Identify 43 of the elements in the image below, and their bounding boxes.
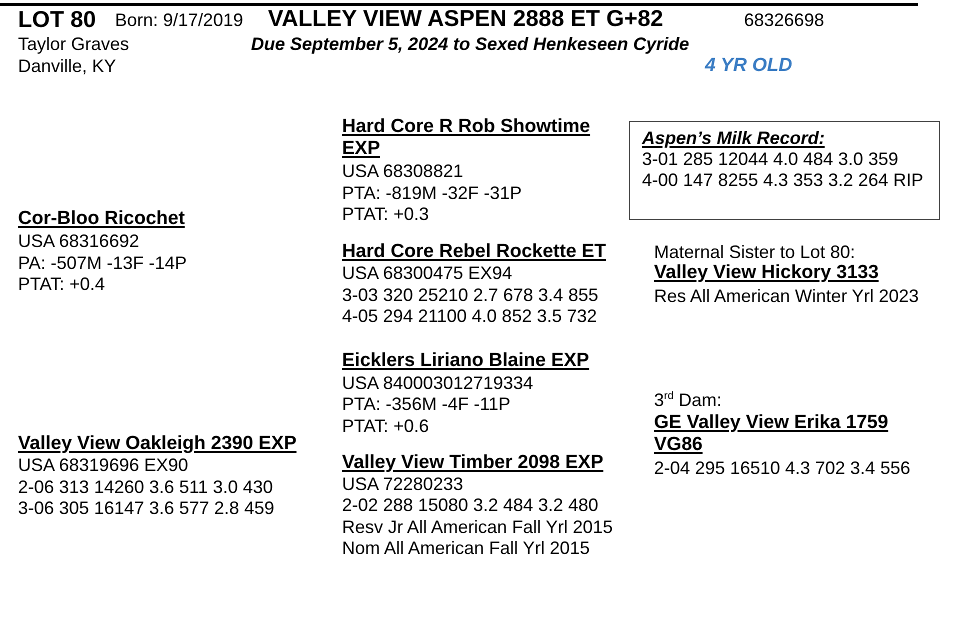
due-date-note: Due September 5, 2024 to Sexed Henkeseen Cyride	[251, 33, 690, 55]
lot-number: LOT 80	[18, 8, 96, 30]
animal-name: Cor-Bloo Ricochet	[18, 208, 185, 230]
animal-name: Valley View Hickory 3133	[654, 262, 879, 284]
milk-record-box	[629, 121, 940, 220]
proof-line: PTA: -819M -32F -31P	[342, 182, 522, 204]
award-line: Nom All American Fall Yrl 2015	[342, 537, 590, 559]
registration-line: USA 68316692	[18, 230, 140, 252]
registration-number: 68326698	[744, 9, 824, 31]
animal-name: Valley View Timber 2098 EXP	[342, 452, 604, 474]
proof-line: PTA: -356M -4F -11P	[342, 393, 510, 415]
production-record: 3-06 305 16147 3.6 577 2.8 459	[18, 497, 274, 519]
registration-line: USA 68300475 EX94	[342, 262, 512, 284]
section-note: Maternal Sister to Lot 80:	[654, 241, 856, 263]
award-line: Resv Jr All American Fall Yrl 2015	[342, 516, 613, 538]
milk-record-line: 3-01 285 12044 4.0 484 3.0 359	[642, 149, 898, 170]
proof-line: PA: -507M -13F -14P	[18, 252, 187, 274]
registration-line: USA 72280233	[342, 473, 464, 495]
registration-line: USA 840003012719334	[342, 372, 534, 394]
production-record: 2-02 288 15080 3.2 484 3.2 480	[342, 494, 598, 516]
type-score-line: PTAT: +0.3	[342, 203, 429, 225]
milk-record-line: 4-00 147 8255 4.3 353 3.2 264 RIP	[642, 170, 924, 191]
production-record: 2-04 295 16510 4.3 702 3.4 556	[654, 457, 910, 479]
registration-line: USA 68308821	[342, 160, 464, 182]
birth-date: Born: 9/17/2019	[115, 9, 244, 31]
animal-name: GE Valley View Erika 1759 VG86	[654, 412, 890, 456]
animal-name: Eicklers Liriano Blaine EXP	[342, 350, 590, 372]
consignor-name: Taylor Graves	[18, 33, 130, 55]
registration-line: USA 68319696 EX90	[18, 454, 188, 476]
type-score-line: PTAT: +0.4	[18, 273, 105, 295]
section-note: 3$^{rd}$ Dam:	[654, 389, 722, 411]
animal-name: Hard Core Rebel Rockette ET	[342, 241, 606, 263]
production-record: 3-03 320 25210 2.7 678 3.4 855	[342, 284, 598, 306]
award-line: Res All American Winter Yrl 2023	[654, 285, 919, 307]
type-score-line: PTAT: +0.6	[342, 415, 429, 437]
milk-record-heading: Aspen’s Milk Record:	[642, 128, 825, 149]
production-record: 4-05 294 21100 4.0 852 3.5 732	[342, 305, 597, 327]
production-record: 2-06 313 14260 3.6 511 3.0 430	[18, 476, 273, 498]
animal-name: Valley View Oakleigh 2390 EXP	[18, 433, 296, 455]
animal-name: Hard Core R Rob Showtime EXP	[342, 116, 592, 160]
age-note: 4 YR OLD	[705, 55, 792, 77]
title: VALLEY VIEW ASPEN 2888 ET G+82	[268, 7, 664, 29]
consignor-location: Danville, KY	[18, 55, 116, 77]
